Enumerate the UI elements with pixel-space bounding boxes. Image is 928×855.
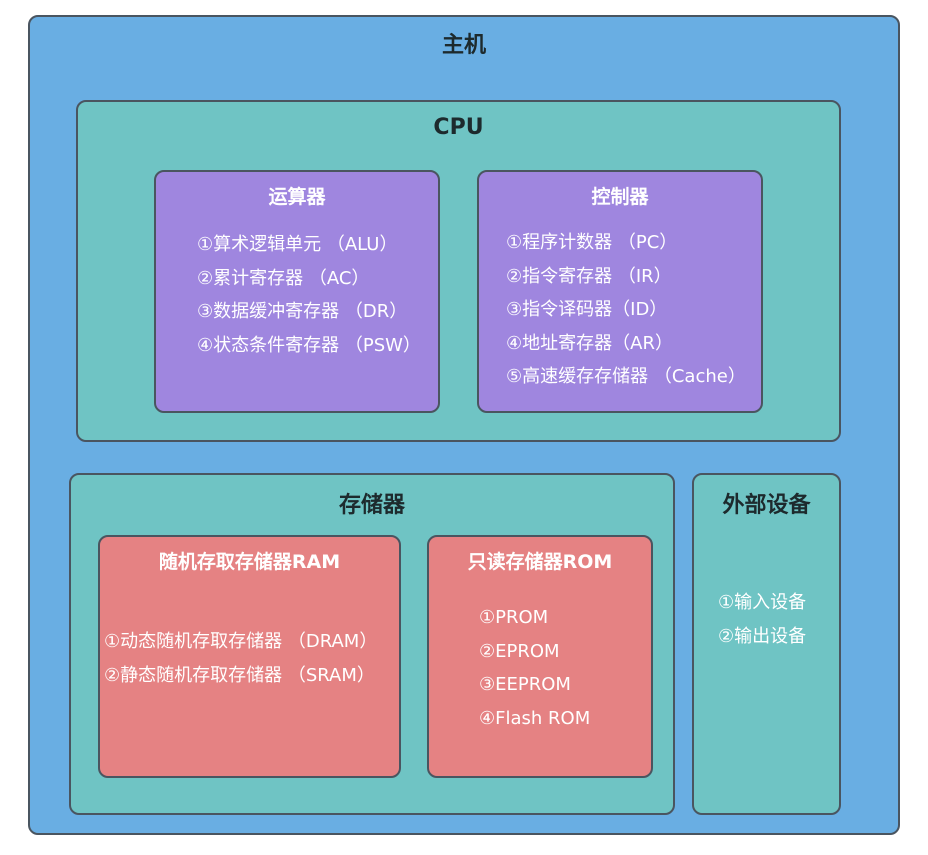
controller-item: ④地址寄存器（AR） [506, 332, 673, 354]
rom-item: ①PROM [479, 607, 549, 628]
host-title: 主机 [441, 33, 486, 58]
ram-title: 随机存取存储器RAM [158, 551, 341, 573]
rom-box: 只读存储器ROM ①PROM ②EPROM ③EEPROM ④Flash ROM [427, 535, 653, 778]
controller-list: ①程序计数器 （PC） ②指令寄存器 （IR） ③指令译码器（ID） ④地址寄存… [506, 226, 746, 394]
external-devices-title: 外部设备 [722, 493, 811, 518]
controller-item: ②指令寄存器 （IR） [506, 265, 672, 287]
rom-item: ②EPROM [479, 640, 560, 662]
memory-title: 存储器 [338, 493, 405, 518]
alu-list: ①算术逻辑单元 （ALU） ②累计寄存器 （AC） ③数据缓冲寄存器 （DR） … [197, 228, 421, 362]
rom-item: ④Flash ROM [479, 707, 591, 729]
ram-item: ①动态随机存取存储器 （DRAM） [104, 631, 378, 652]
ram-list: ①动态随机存取存储器 （DRAM） ②静态随机存取存储器 （SRAM） [104, 625, 377, 692]
alu-title: 运算器 [268, 186, 326, 208]
alu-item: ①算术逻辑单元 （ALU） [197, 234, 398, 255]
rom-title: 只读存储器ROM [467, 551, 613, 573]
external-devices-box: 外部设备 ①输入设备 ②输出设备 [692, 473, 841, 815]
rom-item: ③EEPROM [479, 674, 571, 695]
controller-item: ①程序计数器 （PC） [506, 232, 678, 253]
cpu-title: CPU [433, 115, 484, 140]
ram-box: 随机存取存储器RAM ①动态随机存取存储器 （DRAM） ②静态随机存取存储器 … [98, 535, 401, 778]
ram-item: ②静态随机存取存储器 （SRAM） [104, 664, 375, 686]
alu-item: ②累计寄存器 （AC） [197, 267, 370, 289]
external-devices-list: ①输入设备 ②输出设备 [718, 586, 806, 653]
controller-item: ⑤高速缓存存储器 （Cache） [506, 366, 746, 387]
alu-box: 运算器 ①算术逻辑单元 （ALU） ②累计寄存器 （AC） ③数据缓冲寄存器 （… [154, 170, 440, 413]
external-device-item: ②输出设备 [718, 625, 807, 647]
controller-box: 控制器 ①程序计数器 （PC） ②指令寄存器 （IR） ③指令译码器（ID） ④… [477, 170, 763, 413]
external-device-item: ①输入设备 [718, 592, 807, 613]
alu-item: ④状态条件寄存器 （PSW） [197, 334, 421, 356]
controller-title: 控制器 [591, 186, 649, 208]
rom-list: ①PROM ②EPROM ③EEPROM ④Flash ROM [479, 601, 590, 735]
alu-item: ③数据缓冲寄存器 （DR） [197, 301, 408, 322]
controller-item: ③指令译码器（ID） [506, 299, 668, 320]
